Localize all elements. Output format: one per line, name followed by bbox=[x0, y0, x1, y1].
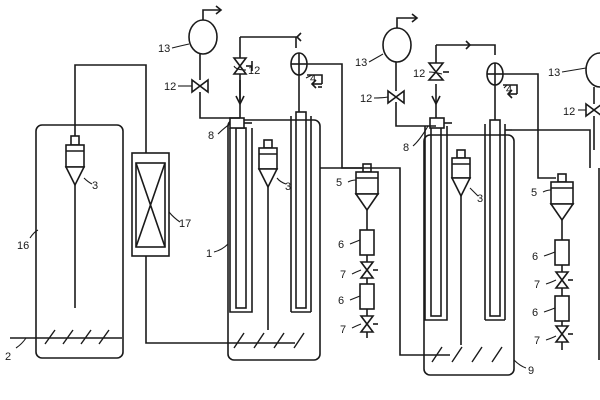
label-5-second: 5 bbox=[531, 187, 537, 199]
meter-13-reactor-1 bbox=[188, 5, 223, 55]
reactor-2-top-piping bbox=[387, 40, 496, 127]
label-3-reactor-2: 3 bbox=[477, 193, 483, 205]
label-16: 16 bbox=[17, 240, 29, 252]
meter-13-partial-right bbox=[585, 52, 600, 88]
separator-5-reactor-1 bbox=[354, 163, 380, 230]
valve-4-reactor-1 bbox=[290, 52, 323, 112]
label-6-second-b: 6 bbox=[532, 307, 538, 319]
pipe-17-to-reactor-1 bbox=[145, 256, 295, 344]
separator-3-reactor-1 bbox=[257, 139, 279, 189]
separator-3-reactor-2 bbox=[450, 149, 472, 198]
label-4-reactor-1: 4 bbox=[310, 73, 316, 85]
separator-3-vessel-16 bbox=[64, 135, 86, 187]
separator-5-reactor-2 bbox=[549, 173, 575, 240]
filter-6-second-a bbox=[554, 239, 570, 266]
label-5-first: 5 bbox=[336, 177, 342, 189]
label-4-reactor-2: 4 bbox=[506, 84, 512, 96]
label-13-reactor-2: 13 bbox=[355, 57, 367, 69]
valve-12-partial-right bbox=[585, 87, 600, 150]
pipe-reactor-2-to-next bbox=[512, 129, 591, 168]
pipe-16-to-17 bbox=[74, 64, 147, 153]
label-12-reactor-1-top: 12 bbox=[248, 65, 260, 77]
label-13-reactor-1: 13 bbox=[158, 43, 170, 55]
reactor-2 bbox=[423, 117, 515, 376]
label-3-vessel-16: 3 bbox=[92, 180, 98, 192]
vessel-16 bbox=[10, 124, 124, 359]
filter-6-second-b bbox=[554, 295, 570, 322]
reactor-1-top-piping bbox=[191, 32, 302, 119]
label-12-reactor-2-left: 12 bbox=[360, 93, 372, 105]
filter-6-first-a bbox=[359, 229, 375, 256]
label-7-first-b: 7 bbox=[340, 324, 346, 336]
label-7-second-b: 7 bbox=[534, 335, 540, 347]
pipe-4-to-5-reactor-2 bbox=[503, 73, 556, 179]
meter-13-reactor-2 bbox=[382, 13, 419, 63]
label-12-right: 12 bbox=[563, 106, 575, 118]
label-7-second-a: 7 bbox=[534, 279, 540, 291]
label-8-reactor-1: 8 bbox=[208, 130, 214, 142]
valve-4-reactor-2 bbox=[486, 62, 518, 120]
reactor-1 bbox=[227, 111, 321, 361]
filter-17 bbox=[131, 152, 170, 257]
label-9: 9 bbox=[528, 365, 534, 377]
leader-lines bbox=[15, 43, 587, 369]
label-1: 1 bbox=[206, 248, 212, 260]
labels: 3 3 3 17 16 1 2 13 13 13 12 12 12 12 12 … bbox=[5, 43, 575, 377]
label-6-second-a: 6 bbox=[532, 251, 538, 263]
label-6-first-b: 6 bbox=[338, 295, 344, 307]
label-3-reactor-1: 3 bbox=[285, 181, 291, 193]
label-6-first-a: 6 bbox=[338, 239, 344, 251]
label-12-reactor-1-left: 12 bbox=[164, 81, 176, 93]
label-13-right: 13 bbox=[548, 67, 560, 79]
label-12-reactor-2-top: 12 bbox=[413, 68, 425, 80]
label-2: 2 bbox=[5, 351, 11, 363]
label-8-reactor-2: 8 bbox=[403, 142, 409, 154]
valve-7-first-a bbox=[359, 255, 378, 284]
label-7-first-a: 7 bbox=[340, 269, 346, 281]
pipe-reactor-1-to-reactor-2 bbox=[320, 167, 450, 356]
valve-7-second-a bbox=[554, 265, 573, 296]
valve-7-first-b bbox=[359, 309, 378, 338]
label-17: 17 bbox=[179, 218, 191, 230]
valve-7-second-b bbox=[554, 321, 573, 350]
filter-6-first-b bbox=[359, 283, 375, 310]
